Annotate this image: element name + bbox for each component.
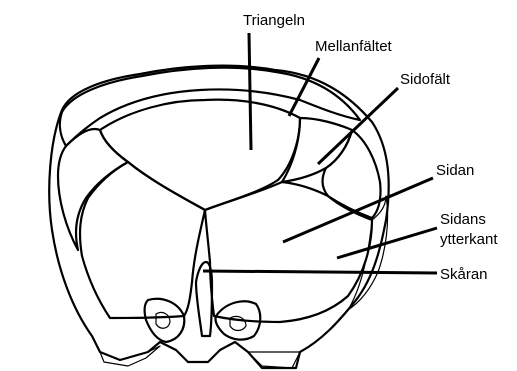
triangle-field [100,100,300,210]
leader-triangeln [249,33,251,150]
label-sidans: Sidans [440,211,486,228]
right-lower-lobe [205,182,372,322]
label-sidan: Sidan [436,162,474,179]
label-sidofalt: Sidofält [400,71,451,88]
leader-mellanfaltet [289,58,319,116]
lower-left-hole [156,312,170,328]
label-mellanfaltet: Mellanfältet [315,38,393,55]
bottom-right-base [248,352,300,368]
label-triangeln: Triangeln [243,12,305,29]
outer-body [49,66,388,368]
middle-field [282,118,352,182]
leader-skaran [203,271,437,273]
left-plate [58,129,128,250]
specimen-drawing [49,66,388,368]
left-lower-lobe [80,162,205,318]
label-skaran: Skåran [440,266,488,283]
lower-left-opening [145,299,185,342]
label-ytterkant: ytterkant [440,231,498,248]
